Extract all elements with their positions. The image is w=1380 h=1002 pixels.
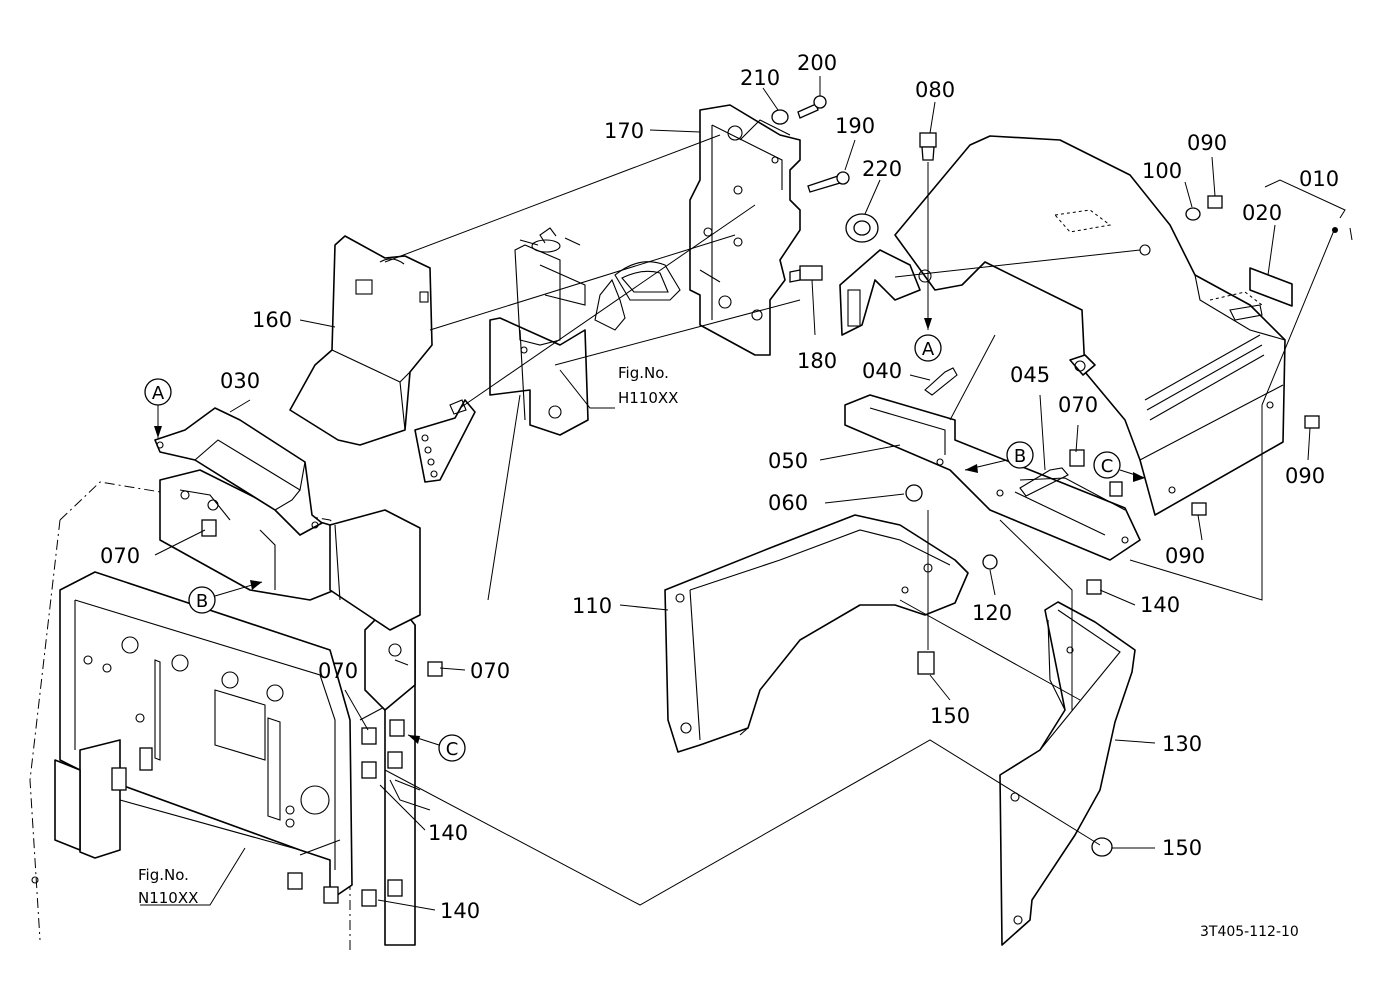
callout-040: 040 xyxy=(862,359,902,383)
fig-ref-n-line2: N110XX xyxy=(138,889,198,907)
figure-references: Fig.No. H110XX Fig.No. N110XX xyxy=(138,364,678,907)
part-050-tray xyxy=(844,394,1141,561)
callout-010: 010 xyxy=(1299,167,1339,191)
part-110-fender xyxy=(664,514,969,753)
marker-b-right-label: B xyxy=(1014,446,1026,467)
callout-170: 170 xyxy=(604,119,644,143)
callout-130: 130 xyxy=(1162,732,1202,756)
callout-labels: 010 020 030 040 045 050 060 070 070 070 … xyxy=(100,51,1339,923)
marker-c-left-label: C xyxy=(446,739,459,760)
callout-090-top: 090 xyxy=(1187,131,1227,155)
part-160-duct xyxy=(289,235,433,446)
hardware xyxy=(201,95,1320,907)
callout-120: 120 xyxy=(972,601,1012,625)
callout-060: 060 xyxy=(768,491,808,515)
callout-030: 030 xyxy=(220,369,260,393)
marker-b-right xyxy=(1006,441,1034,469)
callout-110: 110 xyxy=(572,594,612,618)
part-040-045-hooks xyxy=(924,367,1069,497)
part-130-fender xyxy=(999,601,1136,946)
callout-140-bottom: 140 xyxy=(440,899,480,923)
marker-c-right xyxy=(1093,451,1121,479)
steering-column-bracket xyxy=(414,227,681,483)
callout-090-right: 090 xyxy=(1285,464,1325,488)
marker-b-left xyxy=(188,586,216,614)
part-020-label xyxy=(1249,267,1293,307)
part-030-cover xyxy=(154,407,323,536)
callout-050: 050 xyxy=(768,449,808,473)
part-010-hood xyxy=(839,135,1286,516)
marker-a-top-label: A xyxy=(922,339,935,360)
callout-220: 220 xyxy=(862,157,902,181)
drawing-number: 3T405-112-10 xyxy=(1200,924,1299,940)
callout-leaders xyxy=(140,76,1311,911)
callout-090-bottom: 090 xyxy=(1165,544,1205,568)
callout-150-lower: 150 xyxy=(1162,836,1202,860)
fig-ref-h-line2: H110XX xyxy=(618,389,678,407)
callout-210: 210 xyxy=(740,66,780,90)
fig-ref-n-line1: Fig.No. xyxy=(138,866,189,884)
part-170-panel xyxy=(689,104,801,356)
callout-190: 190 xyxy=(835,114,875,138)
part-010-bracket xyxy=(1264,179,1353,241)
callout-070-left: 070 xyxy=(100,544,140,568)
marker-c-right-label: C xyxy=(1101,456,1114,477)
marker-a-left-label: A xyxy=(152,383,165,404)
callout-080: 080 xyxy=(915,78,955,102)
reference-markers: A A B B C C xyxy=(144,290,1146,762)
callout-100: 100 xyxy=(1142,159,1182,183)
callout-140-mid: 140 xyxy=(428,821,468,845)
main-frame xyxy=(29,469,421,950)
marker-a-top xyxy=(914,334,942,362)
callout-045: 045 xyxy=(1010,363,1050,387)
callout-070-side: 070 xyxy=(318,659,358,683)
callout-070-right: 070 xyxy=(1058,393,1098,417)
callout-200: 200 xyxy=(797,51,837,75)
callout-180: 180 xyxy=(797,349,837,373)
marker-b-left-label: B xyxy=(196,591,208,612)
fig-ref-h-line1: Fig.No. xyxy=(618,364,669,382)
callout-160: 160 xyxy=(252,308,292,332)
callout-020: 020 xyxy=(1242,201,1282,225)
callout-070-frame: 070 xyxy=(470,659,510,683)
marker-c-left xyxy=(438,734,466,762)
callout-140-right: 140 xyxy=(1140,593,1180,617)
callout-150-upper: 150 xyxy=(930,704,970,728)
